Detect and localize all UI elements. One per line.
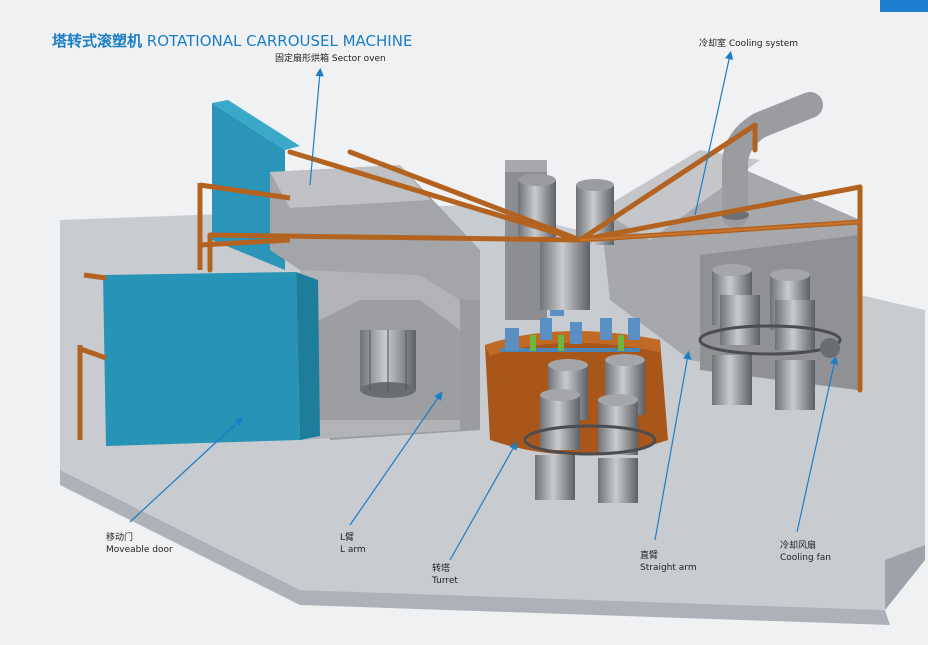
title-cn: 塔转式滚塑机 bbox=[52, 32, 143, 50]
label-straight-arm-cn: 直臂 bbox=[640, 551, 659, 561]
mould-stack-back bbox=[518, 174, 614, 310]
oven-back-panel bbox=[212, 103, 285, 270]
label-sector-oven-cn: 固定扇形烘箱 bbox=[275, 54, 330, 64]
callout-arrows bbox=[129, 50, 839, 561]
label-straight-arm-en: Straight arm bbox=[640, 563, 697, 573]
moveable-door bbox=[103, 272, 300, 446]
left-frame bbox=[77, 182, 291, 440]
cooling-duct bbox=[722, 92, 823, 228]
label-turret: 转塔 Turret bbox=[432, 563, 458, 587]
label-l-arm-cn: L臂 bbox=[340, 533, 355, 543]
label-cooling-system-en: Cooling system bbox=[728, 39, 799, 49]
title-en: ROTATIONAL CARROUSEL MACHINE bbox=[146, 32, 413, 50]
label-l-arm-en: L arm bbox=[340, 545, 366, 555]
label-moveable-door: 移动门 Moveable door bbox=[106, 532, 173, 556]
mould-stack-front bbox=[523, 354, 657, 503]
label-cooling-system: 冷却室 Cooling system bbox=[699, 38, 798, 50]
oven-cage bbox=[360, 320, 416, 398]
label-cooling-fan-en: Cooling fan bbox=[780, 553, 831, 563]
label-sector-oven: 固定扇形烘箱 Sector oven bbox=[275, 53, 386, 65]
label-moveable-door-en: Moveable door bbox=[106, 545, 173, 555]
page-title: 塔转式滚塑机 ROTATIONAL CARROUSEL MACHINE bbox=[52, 30, 412, 51]
label-cooling-fan-cn: 冷却风扇 bbox=[780, 541, 817, 551]
accent-bar bbox=[880, 0, 928, 12]
mould-stack-cooling bbox=[698, 264, 842, 410]
cooling-fan-shape bbox=[820, 338, 840, 358]
label-cooling-system-cn: 冷却室 bbox=[699, 39, 727, 49]
label-cooling-fan: 冷却风扇 Cooling fan bbox=[780, 540, 831, 564]
label-l-arm: L臂 L arm bbox=[340, 532, 366, 556]
floor-edge bbox=[60, 470, 890, 625]
label-sector-oven-en: Sector oven bbox=[331, 54, 386, 64]
label-turret-en: Turret bbox=[432, 576, 458, 586]
label-turret-cn: 转塔 bbox=[432, 564, 451, 574]
label-straight-arm: 直臂 Straight arm bbox=[640, 550, 697, 574]
label-moveable-door-cn: 移动门 bbox=[106, 533, 134, 543]
